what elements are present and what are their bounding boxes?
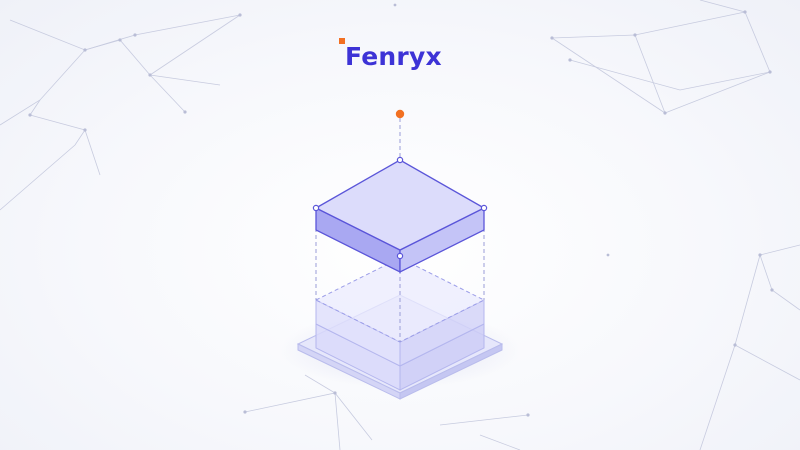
floating-box <box>314 159 486 274</box>
brand-logo: Fenryx <box>339 36 442 76</box>
corner-nodes <box>312 156 488 260</box>
lower-box <box>314 257 486 391</box>
accent-dot <box>395 109 405 119</box>
brand-mark-icon <box>339 38 345 44</box>
brand-name: Fenryx <box>345 41 442 71</box>
background-network-nodes <box>28 3 774 417</box>
